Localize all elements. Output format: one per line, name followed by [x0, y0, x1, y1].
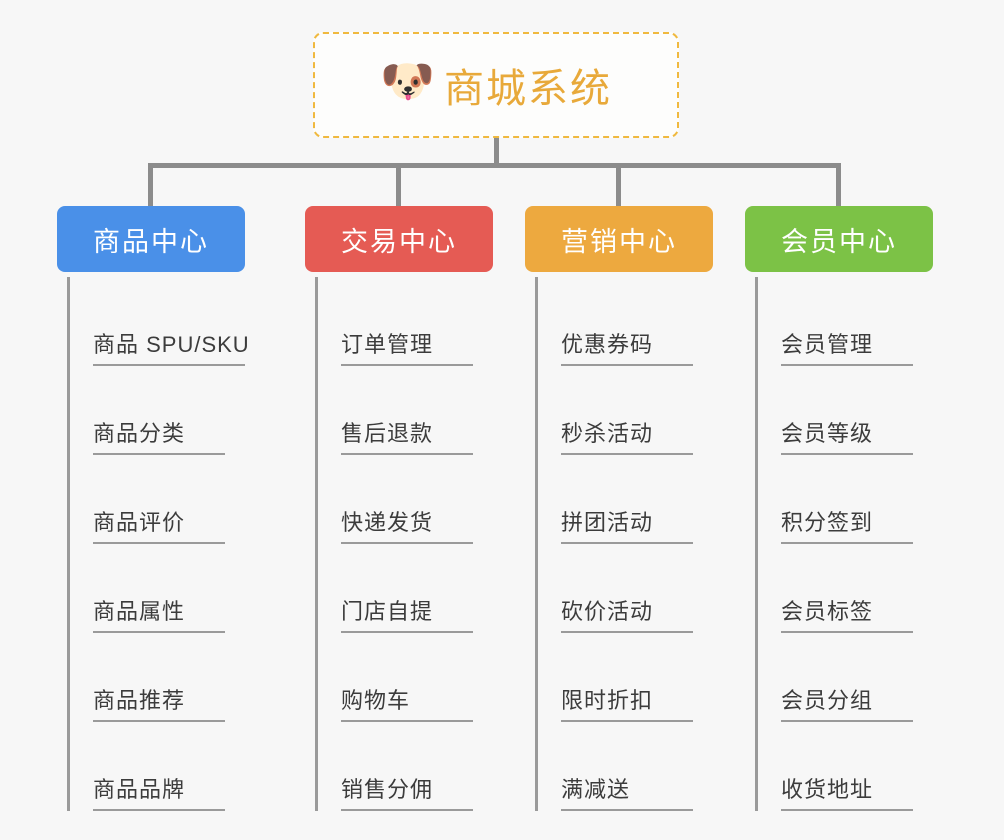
list-item-label: 订单管理 [341, 333, 473, 366]
branch-column-product-center: 商品中心 商品 SPU/SKU 商品分类 商品评价 商品属性 商品推荐 商品品牌 [57, 206, 249, 811]
list-item-label: 门店自提 [341, 600, 473, 633]
list-item[interactable]: 快递发货 [315, 455, 493, 544]
list-item-label: 优惠券码 [561, 333, 693, 366]
list-item-label: 商品评价 [93, 511, 225, 544]
list-item-label: 会员管理 [781, 333, 913, 366]
list-item-label: 会员标签 [781, 600, 913, 633]
list-item-label: 商品品牌 [93, 778, 225, 811]
list-item-label: 销售分佣 [341, 778, 473, 811]
item-list-marketing-center: 优惠券码 秒杀活动 拼团活动 砍价活动 限时折扣 满减送 [525, 277, 713, 811]
category-header-product-center[interactable]: 商品中心 [57, 206, 245, 272]
list-item[interactable]: 商品评价 [67, 455, 245, 544]
list-item-label: 商品属性 [93, 600, 225, 633]
branch-column-member-center: 会员中心 会员管理 会员等级 积分签到 会员标签 会员分组 收货地址 [745, 206, 933, 811]
list-item-label: 购物车 [341, 689, 473, 722]
list-item-label: 商品分类 [93, 422, 225, 455]
category-label: 营销中心 [561, 226, 677, 257]
list-item[interactable]: 销售分佣 [315, 722, 493, 811]
list-item[interactable]: 会员等级 [755, 366, 933, 455]
list-item[interactable]: 会员管理 [755, 277, 933, 366]
connector-drop-3 [616, 163, 621, 209]
list-item-label: 满减送 [561, 778, 693, 811]
list-item[interactable]: 门店自提 [315, 544, 493, 633]
dog-face-icon: 🐶 [380, 57, 435, 106]
list-item[interactable]: 秒杀活动 [535, 366, 713, 455]
branch-column-marketing-center: 营销中心 优惠券码 秒杀活动 拼团活动 砍价活动 限时折扣 满减送 [525, 206, 713, 811]
list-item[interactable]: 优惠券码 [535, 277, 713, 366]
list-item[interactable]: 积分签到 [755, 455, 933, 544]
list-item[interactable]: 拼团活动 [535, 455, 713, 544]
branch-spine [315, 277, 318, 811]
list-item[interactable]: 订单管理 [315, 277, 493, 366]
list-item-label: 砍价活动 [561, 600, 693, 633]
list-item[interactable]: 会员分组 [755, 633, 933, 722]
branch-column-trade-center: 交易中心 订单管理 售后退款 快递发货 门店自提 购物车 销售分佣 [305, 206, 493, 811]
list-item[interactable]: 商品属性 [67, 544, 245, 633]
list-item-label: 限时折扣 [561, 689, 693, 722]
list-item-label: 会员分组 [781, 689, 913, 722]
list-item-label: 商品推荐 [93, 689, 225, 722]
list-item-label: 售后退款 [341, 422, 473, 455]
list-item[interactable]: 收货地址 [755, 722, 933, 811]
connector-drop-1 [148, 163, 153, 209]
list-item[interactable]: 限时折扣 [535, 633, 713, 722]
list-item[interactable]: 满减送 [535, 722, 713, 811]
list-item-label: 拼团活动 [561, 511, 693, 544]
list-item[interactable]: 砍价活动 [535, 544, 713, 633]
item-list-trade-center: 订单管理 售后退款 快递发货 门店自提 购物车 销售分佣 [305, 277, 493, 811]
category-label: 商品中心 [93, 226, 209, 257]
category-header-marketing-center[interactable]: 营销中心 [525, 206, 713, 272]
list-item-label: 商品 SPU/SKU [93, 333, 249, 366]
list-item[interactable]: 售后退款 [315, 366, 493, 455]
list-item-label: 收货地址 [781, 778, 913, 811]
list-item[interactable]: 商品推荐 [67, 633, 245, 722]
branch-spine [67, 277, 70, 811]
branch-spine [755, 277, 758, 811]
list-item[interactable]: 商品 SPU/SKU [67, 277, 249, 366]
branch-spine [535, 277, 538, 811]
category-header-trade-center[interactable]: 交易中心 [305, 206, 493, 272]
root-node-shopping-mall-system[interactable]: 🐶 商城系统 [313, 32, 679, 138]
item-list-member-center: 会员管理 会员等级 积分签到 会员标签 会员分组 收货地址 [745, 277, 933, 811]
item-list-product-center: 商品 SPU/SKU 商品分类 商品评价 商品属性 商品推荐 商品品牌 [57, 277, 249, 811]
list-item[interactable]: 商品品牌 [67, 722, 245, 811]
connector-drop-4 [836, 163, 841, 209]
list-item[interactable]: 购物车 [315, 633, 493, 722]
connector-horizontal-bar [150, 163, 840, 168]
list-item-label: 秒杀活动 [561, 422, 693, 455]
list-item-label: 会员等级 [781, 422, 913, 455]
category-label: 交易中心 [341, 226, 457, 257]
root-title: 商城系统 [444, 67, 612, 111]
category-header-member-center[interactable]: 会员中心 [745, 206, 933, 272]
list-item[interactable]: 商品分类 [67, 366, 245, 455]
connector-trunk [494, 138, 499, 166]
list-item-label: 积分签到 [781, 511, 913, 544]
list-item[interactable]: 会员标签 [755, 544, 933, 633]
list-item-label: 快递发货 [341, 511, 473, 544]
category-label: 会员中心 [781, 226, 897, 257]
connector-drop-2 [396, 163, 401, 209]
